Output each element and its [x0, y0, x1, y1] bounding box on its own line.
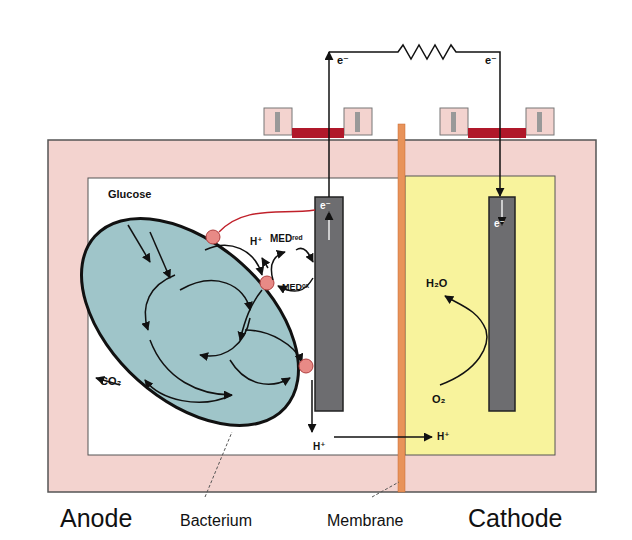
- mediator-label: MEDʳᵉᵈ: [270, 233, 302, 244]
- cathode-electrode: [489, 197, 515, 411]
- ion-label: H⁺: [313, 441, 326, 452]
- electron-label: e⁻: [494, 218, 505, 229]
- chamber-label: Anode: [60, 505, 132, 533]
- oxygen-reduction: [440, 296, 487, 385]
- part-label: Membrane: [327, 512, 403, 530]
- product-label: CO₂: [100, 375, 121, 387]
- anode-electrode: [315, 197, 343, 411]
- ion-label: H⁺: [437, 431, 450, 442]
- ion-label: H⁺: [250, 236, 263, 247]
- chamber-label: Cathode: [468, 505, 563, 533]
- electron-label: e⁻: [320, 200, 331, 211]
- mediator-label: MEDᵒˣ: [282, 283, 309, 293]
- cathode-chamber: [405, 176, 555, 455]
- external-circuit: [329, 45, 502, 240]
- part-label: Bacterium: [180, 512, 252, 530]
- substrate-label: Glucose: [108, 188, 151, 200]
- mediator-cycle: [262, 248, 432, 437]
- leader-lines: [205, 432, 399, 497]
- electron-label: e⁻: [337, 54, 349, 66]
- product-label: H₂O: [426, 277, 447, 289]
- reactant-label: O₂: [432, 393, 445, 405]
- electrode-seals: [264, 108, 554, 138]
- bacterium: [43, 178, 338, 465]
- electron-label: e⁻: [485, 54, 497, 66]
